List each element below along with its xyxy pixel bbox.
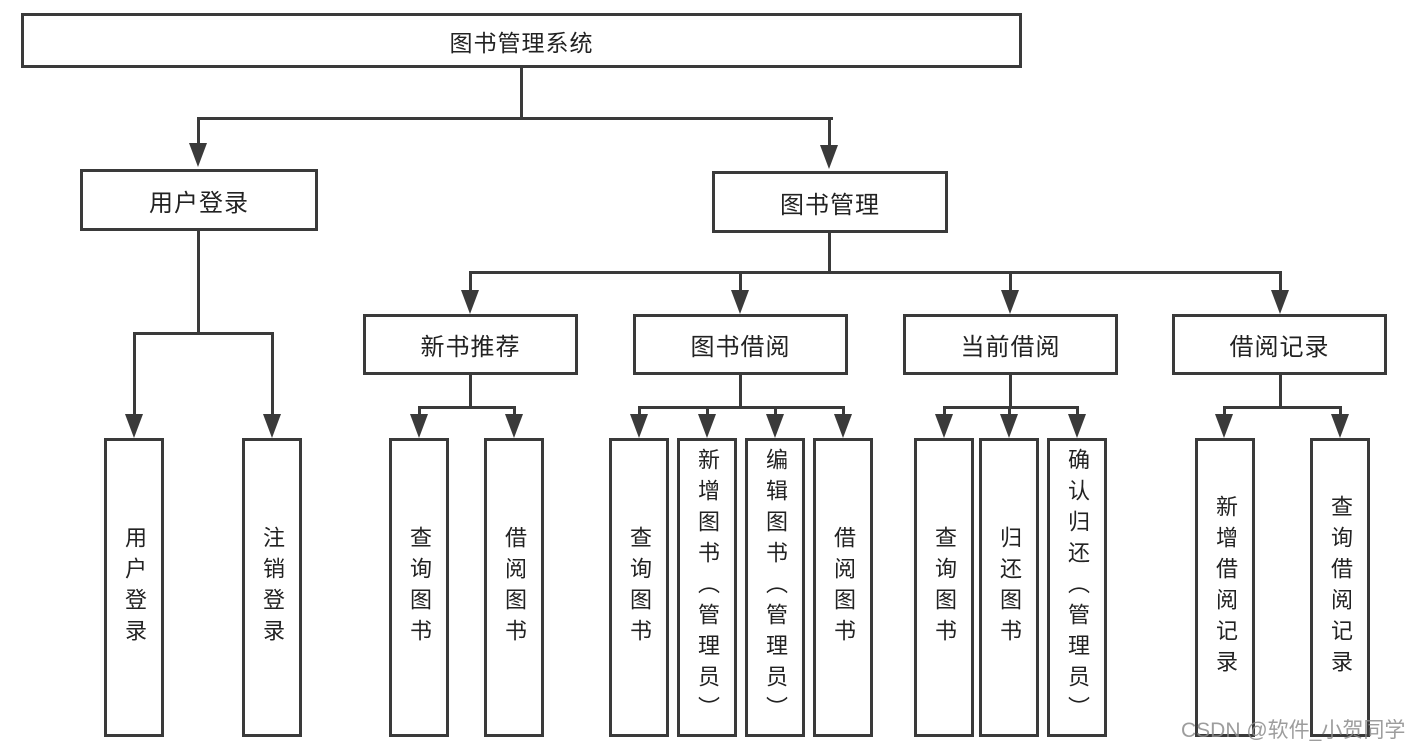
connector-line [943,406,1079,409]
node-root-library-system: 图书管理系统 [21,13,1022,68]
arrow-down-icon [766,414,784,438]
arrow-down-icon [1000,414,1018,438]
connector-line [774,406,777,416]
node-label: 用户登录 [122,525,147,650]
leaf-confirm-return-admin: 确认归还（管理员） [1047,438,1107,737]
node-label: 新增图书（管理员） [695,448,720,727]
node-label: 当前借阅 [960,334,1061,361]
arrow-down-icon [935,414,953,438]
connector-line [842,406,845,416]
arrow-down-icon [125,414,143,438]
connector-line [1076,406,1079,416]
arrow-down-icon [731,290,749,314]
connector-line [418,406,421,416]
node-book-management: 图书管理 [712,171,948,233]
arrow-down-icon [1215,414,1233,438]
node-label: 归还图书 [997,525,1022,650]
connector-line [520,68,523,119]
leaf-add-borrow-record: 新增借阅记录 [1195,438,1255,737]
leaf-borrow-books-borrowing: 借阅图书 [813,438,873,737]
node-label: 图书管理系统 [449,29,594,56]
connector-line [1279,375,1282,408]
arrow-down-icon [698,414,716,438]
connector-line [197,231,200,334]
connector-line [739,271,742,293]
node-borrowing-records: 借阅记录 [1172,314,1387,375]
connector-line [469,271,1282,274]
arrow-down-icon [505,414,523,438]
connector-line [943,406,946,416]
connector-line [828,117,831,145]
arrow-down-icon [820,145,838,169]
node-label: 借阅图书 [831,525,856,650]
connector-line [1008,406,1011,416]
node-label: 新增借阅记录 [1213,494,1238,681]
connector-line [706,406,709,416]
leaf-query-books-recommend: 查询图书 [389,438,449,737]
node-label: 编辑图书（管理员） [763,448,788,727]
node-book-borrowing: 图书借阅 [633,314,848,375]
arrow-down-icon [630,414,648,438]
arrow-down-icon [1331,414,1349,438]
arrow-down-icon [263,414,281,438]
arrow-down-icon [1068,414,1086,438]
node-label: 查询图书 [627,525,652,650]
leaf-query-books-current: 查询图书 [914,438,974,737]
node-label: 图书管理 [780,191,880,219]
csdn-watermark: CSDN @软件_小贺同学 [1181,719,1405,742]
connector-line [828,233,831,273]
node-label: 注销登录 [260,525,285,650]
connector-line [418,406,516,409]
leaf-query-books-borrowing: 查询图书 [609,438,669,737]
node-label: 图书借阅 [690,334,791,361]
arrow-down-icon [189,143,207,167]
node-label: 新书推荐 [420,334,521,361]
arrow-down-icon [1001,290,1019,314]
connector-line [1009,271,1012,293]
connector-line [133,332,274,335]
node-label: 借阅图书 [502,525,527,650]
node-new-book-recommend: 新书推荐 [363,314,578,375]
arrow-down-icon [834,414,852,438]
connector-line [197,117,833,120]
leaf-user-login: 用户登录 [104,438,164,737]
connector-line [197,117,200,145]
connector-line [739,375,742,408]
node-label: 借阅记录 [1229,334,1330,361]
connector-line [513,406,516,416]
node-label: 查询借阅记录 [1328,494,1353,681]
connector-line [133,332,136,416]
node-label: 确认归还（管理员） [1065,448,1090,727]
arrow-down-icon [410,414,428,438]
node-current-borrowing: 当前借阅 [903,314,1118,375]
connector-line [638,406,845,409]
arrow-down-icon [461,290,479,314]
leaf-borrow-books-recommend: 借阅图书 [484,438,544,737]
connector-line [1223,406,1226,416]
connector-line [1279,271,1282,293]
connector-line [469,271,472,293]
node-user-login: 用户登录 [80,169,318,231]
connector-line [1339,406,1342,416]
leaf-logout-login: 注销登录 [242,438,302,737]
connector-line [638,406,641,416]
leaf-add-books-admin: 新增图书（管理员） [677,438,737,737]
leaf-edit-books-admin: 编辑图书（管理员） [745,438,805,737]
connector-line [1223,406,1342,409]
connector-line [469,375,472,408]
arrow-down-icon [1271,290,1289,314]
leaf-return-books: 归还图书 [979,438,1039,737]
connector-line [271,332,274,416]
leaf-query-borrow-record: 查询借阅记录 [1310,438,1370,737]
connector-line [1009,375,1012,408]
node-label: 查询图书 [932,525,957,650]
node-label: 用户登录 [149,189,249,217]
node-label: 查询图书 [407,525,432,650]
